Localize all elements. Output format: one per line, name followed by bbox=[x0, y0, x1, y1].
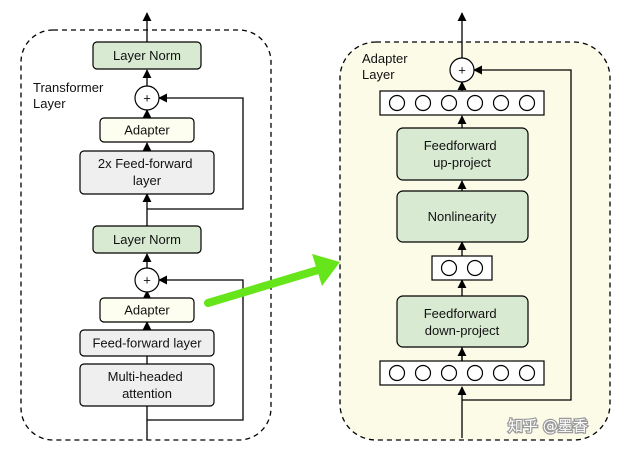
vector-unit bbox=[518, 364, 536, 382]
adapter-skip-connection bbox=[462, 65, 572, 401]
output-vector-units bbox=[388, 94, 536, 112]
plus-node-bottom bbox=[134, 267, 160, 293]
mha-label: Multi-headed attention bbox=[108, 369, 187, 401]
transformer-layer-panel: Transformer Layer Layer Norm + Adapter 2… bbox=[20, 12, 272, 441]
vector-unit bbox=[518, 94, 536, 112]
adapter-top-label: Adapter bbox=[124, 123, 170, 138]
adapter-plus-label: + bbox=[458, 63, 466, 78]
adapter-plus-node bbox=[449, 57, 475, 83]
ff-layer-label: Feed-forward layer bbox=[92, 336, 202, 351]
vector-unit bbox=[440, 94, 458, 112]
adapter-top-box bbox=[99, 117, 195, 143]
mha-box bbox=[79, 363, 215, 407]
layer-norm-bottom-label: Layer Norm bbox=[113, 232, 181, 247]
up-project-label: Feedforward up-project bbox=[424, 138, 501, 170]
vector-unit bbox=[466, 364, 484, 382]
vector-unit bbox=[388, 364, 406, 382]
adapter-bottom-box bbox=[99, 297, 195, 323]
nonlinearity-box bbox=[396, 190, 529, 243]
zoom-arrow bbox=[204, 254, 340, 307]
vector-unit bbox=[492, 94, 510, 112]
residual-connection-bottom bbox=[147, 275, 244, 421]
down-project-box bbox=[396, 295, 529, 348]
adapter-layer-title: Adapter Layer bbox=[362, 51, 411, 82]
residual-connection-top bbox=[147, 93, 244, 210]
vector-unit bbox=[466, 259, 484, 277]
vector-unit bbox=[388, 94, 406, 112]
plus-node-top bbox=[134, 85, 160, 111]
layer-norm-top-label: Layer Norm bbox=[113, 48, 181, 63]
layer-norm-bottom-box bbox=[92, 225, 202, 254]
ffn-2x-label: 2x Feed-forward layer bbox=[98, 156, 196, 188]
vector-unit bbox=[466, 94, 484, 112]
nonlinearity-label: Nonlinearity bbox=[428, 209, 497, 224]
layer-norm-top-box bbox=[92, 41, 202, 70]
vector-unit bbox=[440, 259, 458, 277]
vector-unit bbox=[414, 94, 432, 112]
input-vector-units bbox=[388, 364, 536, 382]
plus-node-bottom-label: + bbox=[143, 273, 151, 288]
ffn-2x-box bbox=[79, 150, 215, 195]
vector-unit bbox=[492, 364, 510, 382]
input-vector bbox=[379, 360, 545, 386]
vector-unit bbox=[414, 364, 432, 382]
down-project-label: Feedforward down-project bbox=[424, 306, 501, 338]
watermark: 知乎 @墨香 bbox=[508, 417, 588, 435]
ff-layer-box bbox=[79, 329, 215, 357]
vector-unit bbox=[440, 364, 458, 382]
adapter-bottom-label: Adapter bbox=[124, 303, 170, 318]
plus-node-top-label: + bbox=[143, 91, 151, 106]
transformer-layer-title: Transformer Layer bbox=[33, 80, 107, 111]
output-vector bbox=[379, 90, 545, 116]
adapter-layer-panel: Adapter Layer + Feedforward up-proje bbox=[339, 12, 611, 441]
up-project-box bbox=[396, 127, 529, 181]
bottleneck-vector-units bbox=[440, 259, 484, 277]
